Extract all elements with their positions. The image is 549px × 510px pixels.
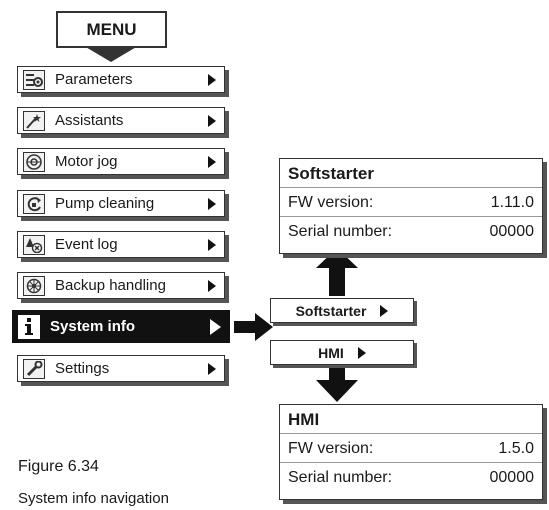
event-log-icon: [23, 234, 45, 255]
motor-jog-icon: [23, 151, 45, 172]
info-icon: [18, 314, 40, 339]
menu-item-label: Parameters: [55, 71, 133, 88]
menu-item-parameters[interactable]: Parameters: [17, 66, 225, 93]
pump-cleaning-icon: [23, 193, 45, 214]
chevron-right-icon: [208, 114, 216, 127]
up-arrow: [316, 248, 358, 296]
menu-item-label: Assistants: [55, 112, 124, 129]
row-value: 1.5.0: [498, 440, 534, 457]
backup-handling-icon: [23, 275, 45, 296]
right-arrow: [234, 313, 273, 341]
menu-item-pump-cleaning[interactable]: Pump cleaning: [17, 190, 225, 217]
figure-caption-subtitle: System info navigation: [18, 490, 169, 507]
hmi-info-panel: HMI FW version: 1.5.0 Serial number: 000…: [279, 404, 543, 500]
menu-item-label: Settings: [55, 360, 110, 377]
row-value: 1.11.0: [490, 194, 534, 211]
row-label: Serial number:: [288, 223, 393, 240]
panel-title: HMI: [280, 405, 542, 434]
serial-number-row: Serial number: 00000: [280, 217, 542, 246]
assistants-icon: [23, 110, 45, 131]
menu-item-label: Backup handling: [55, 277, 166, 294]
menu-item-label: Event log: [55, 236, 118, 253]
serial-number-row: Serial number: 00000: [280, 463, 542, 492]
menu-item-motor-jog[interactable]: Motor jog: [17, 148, 225, 175]
row-label: Serial number:: [288, 469, 393, 486]
row-label: FW version:: [288, 440, 374, 457]
menu-item-event-log[interactable]: Event log: [17, 231, 225, 258]
menu-header: MENU: [56, 11, 167, 48]
softstarter-button-label: Softstarter: [295, 302, 367, 319]
settings-icon: [23, 358, 45, 379]
menu-item-label: Motor jog: [55, 153, 118, 170]
menu-item-label: System info: [50, 318, 136, 335]
row-value: 00000: [489, 223, 535, 240]
row-value: 00000: [489, 469, 535, 486]
chevron-right-icon: [208, 197, 216, 210]
chevron-right-icon: [357, 346, 366, 359]
fw-version-row: FW version: 1.11.0: [280, 188, 542, 217]
menu-down-arrow: [84, 46, 138, 62]
chevron-right-icon: [208, 238, 216, 251]
parameters-icon: [23, 69, 45, 90]
hmi-button-label: HMI: [318, 344, 344, 361]
panel-title: Softstarter: [280, 159, 542, 188]
down-arrow: [316, 368, 358, 402]
chevron-right-icon: [380, 304, 389, 317]
menu-item-system-info[interactable]: System info: [12, 310, 230, 343]
chevron-right-icon: [208, 362, 216, 375]
menu-item-settings[interactable]: Settings: [17, 355, 225, 382]
fw-version-row: FW version: 1.5.0: [280, 434, 542, 463]
chevron-right-icon: [208, 155, 216, 168]
chevron-right-icon: [210, 318, 221, 335]
menu-item-assistants[interactable]: Assistants: [17, 107, 225, 134]
softstarter-button[interactable]: Softstarter: [270, 298, 414, 323]
hmi-button[interactable]: HMI: [270, 340, 414, 365]
figure-caption-title: Figure 6.34: [18, 458, 99, 475]
softstarter-info-panel: Softstarter FW version: 1.11.0 Serial nu…: [279, 158, 543, 254]
row-label: FW version:: [288, 194, 374, 211]
menu-item-label: Pump cleaning: [55, 195, 155, 212]
chevron-right-icon: [208, 73, 216, 86]
menu-item-backup-handling[interactable]: Backup handling: [17, 272, 225, 299]
chevron-right-icon: [208, 279, 216, 292]
